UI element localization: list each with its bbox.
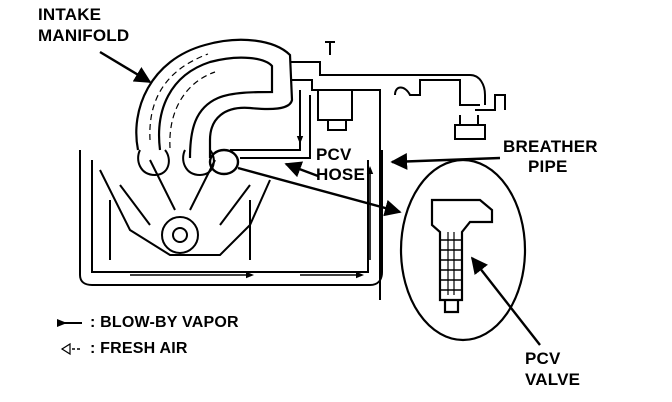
pcv-hose-label-line2: HOSE [316, 165, 365, 184]
upper-piping [230, 41, 506, 300]
engine-block [79, 148, 383, 286]
pcv-valve-leader [470, 256, 541, 346]
legend-symbols [57, 319, 82, 356]
breather-pipe-label-line1: BREATHER [503, 137, 598, 156]
legend-blow-by-vapor: : BLOW-BY VAPOR [90, 314, 239, 331]
legend-fresh-air: : FRESH AIR [90, 340, 188, 357]
pcv-valve-detail [399, 158, 527, 342]
blow-by-flow-arrows [130, 120, 374, 279]
pcv-hose-label-line1: PCV [316, 145, 352, 164]
pcv-valve-link-leader [237, 166, 402, 217]
intake-manifold-label-line1: INTAKE [38, 5, 102, 24]
breather-pipe-label-line2: PIPE [528, 157, 568, 176]
intake-manifold [135, 38, 294, 159]
intake-manifold-leader [99, 50, 152, 84]
label-leaders [99, 50, 541, 346]
pcv-valve-label-line1: PCV [525, 349, 561, 368]
pcv-valve-label-line2: VALVE [525, 370, 581, 389]
breather-pipe-leader [390, 153, 501, 170]
intake-manifold-label-line2: MANIFOLD [38, 26, 130, 45]
pcv-hose-leader [284, 161, 319, 178]
